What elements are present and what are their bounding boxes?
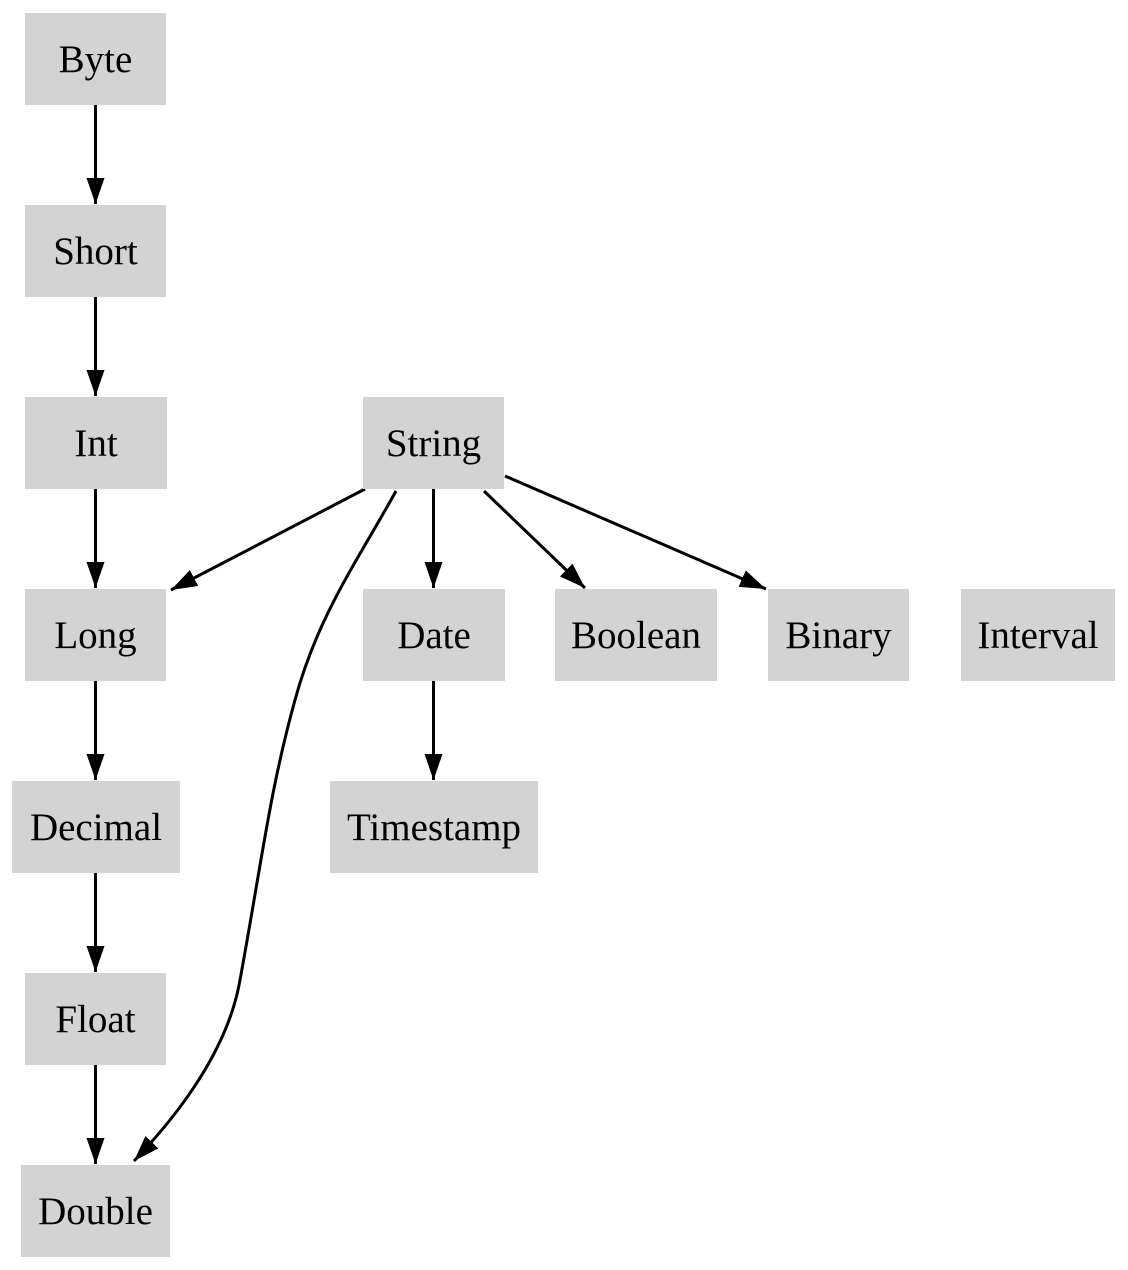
- node-short-label: Short: [53, 229, 138, 273]
- node-timestamp: Timestamp: [330, 781, 538, 873]
- node-string-label: String: [385, 421, 482, 465]
- node-float: Float: [25, 973, 166, 1065]
- node-boolean-label: Boolean: [571, 613, 701, 657]
- node-boolean: Boolean: [555, 589, 717, 681]
- node-binary: Binary: [768, 589, 909, 681]
- node-date: Date: [363, 589, 505, 681]
- node-timestamp-label: Timestamp: [346, 805, 522, 849]
- node-byte-label: Byte: [58, 37, 133, 81]
- node-float-label: Float: [55, 997, 136, 1041]
- node-decimal: Decimal: [12, 781, 180, 873]
- node-int: Int: [25, 397, 167, 489]
- node-byte: Byte: [25, 13, 166, 105]
- node-interval: Interval: [961, 589, 1115, 681]
- node-int-label: Int: [74, 421, 118, 465]
- node-double: Double: [21, 1165, 170, 1257]
- node-long-label: Long: [54, 613, 137, 657]
- node-string: String: [363, 397, 504, 489]
- edge-string-boolean: [482, 489, 587, 590]
- node-decimal-label: Decimal: [29, 805, 163, 849]
- node-interval-label: Interval: [977, 613, 1099, 657]
- edge-string-binary: [504, 474, 767, 591]
- node-date-label: Date: [397, 613, 471, 657]
- edge-string-double: [132, 490, 398, 1163]
- node-binary-label: Binary: [785, 613, 892, 657]
- node-short: Short: [25, 205, 166, 297]
- edge-string-long: [170, 487, 366, 592]
- node-long: Long: [25, 589, 166, 681]
- node-double-label: Double: [38, 1189, 153, 1233]
